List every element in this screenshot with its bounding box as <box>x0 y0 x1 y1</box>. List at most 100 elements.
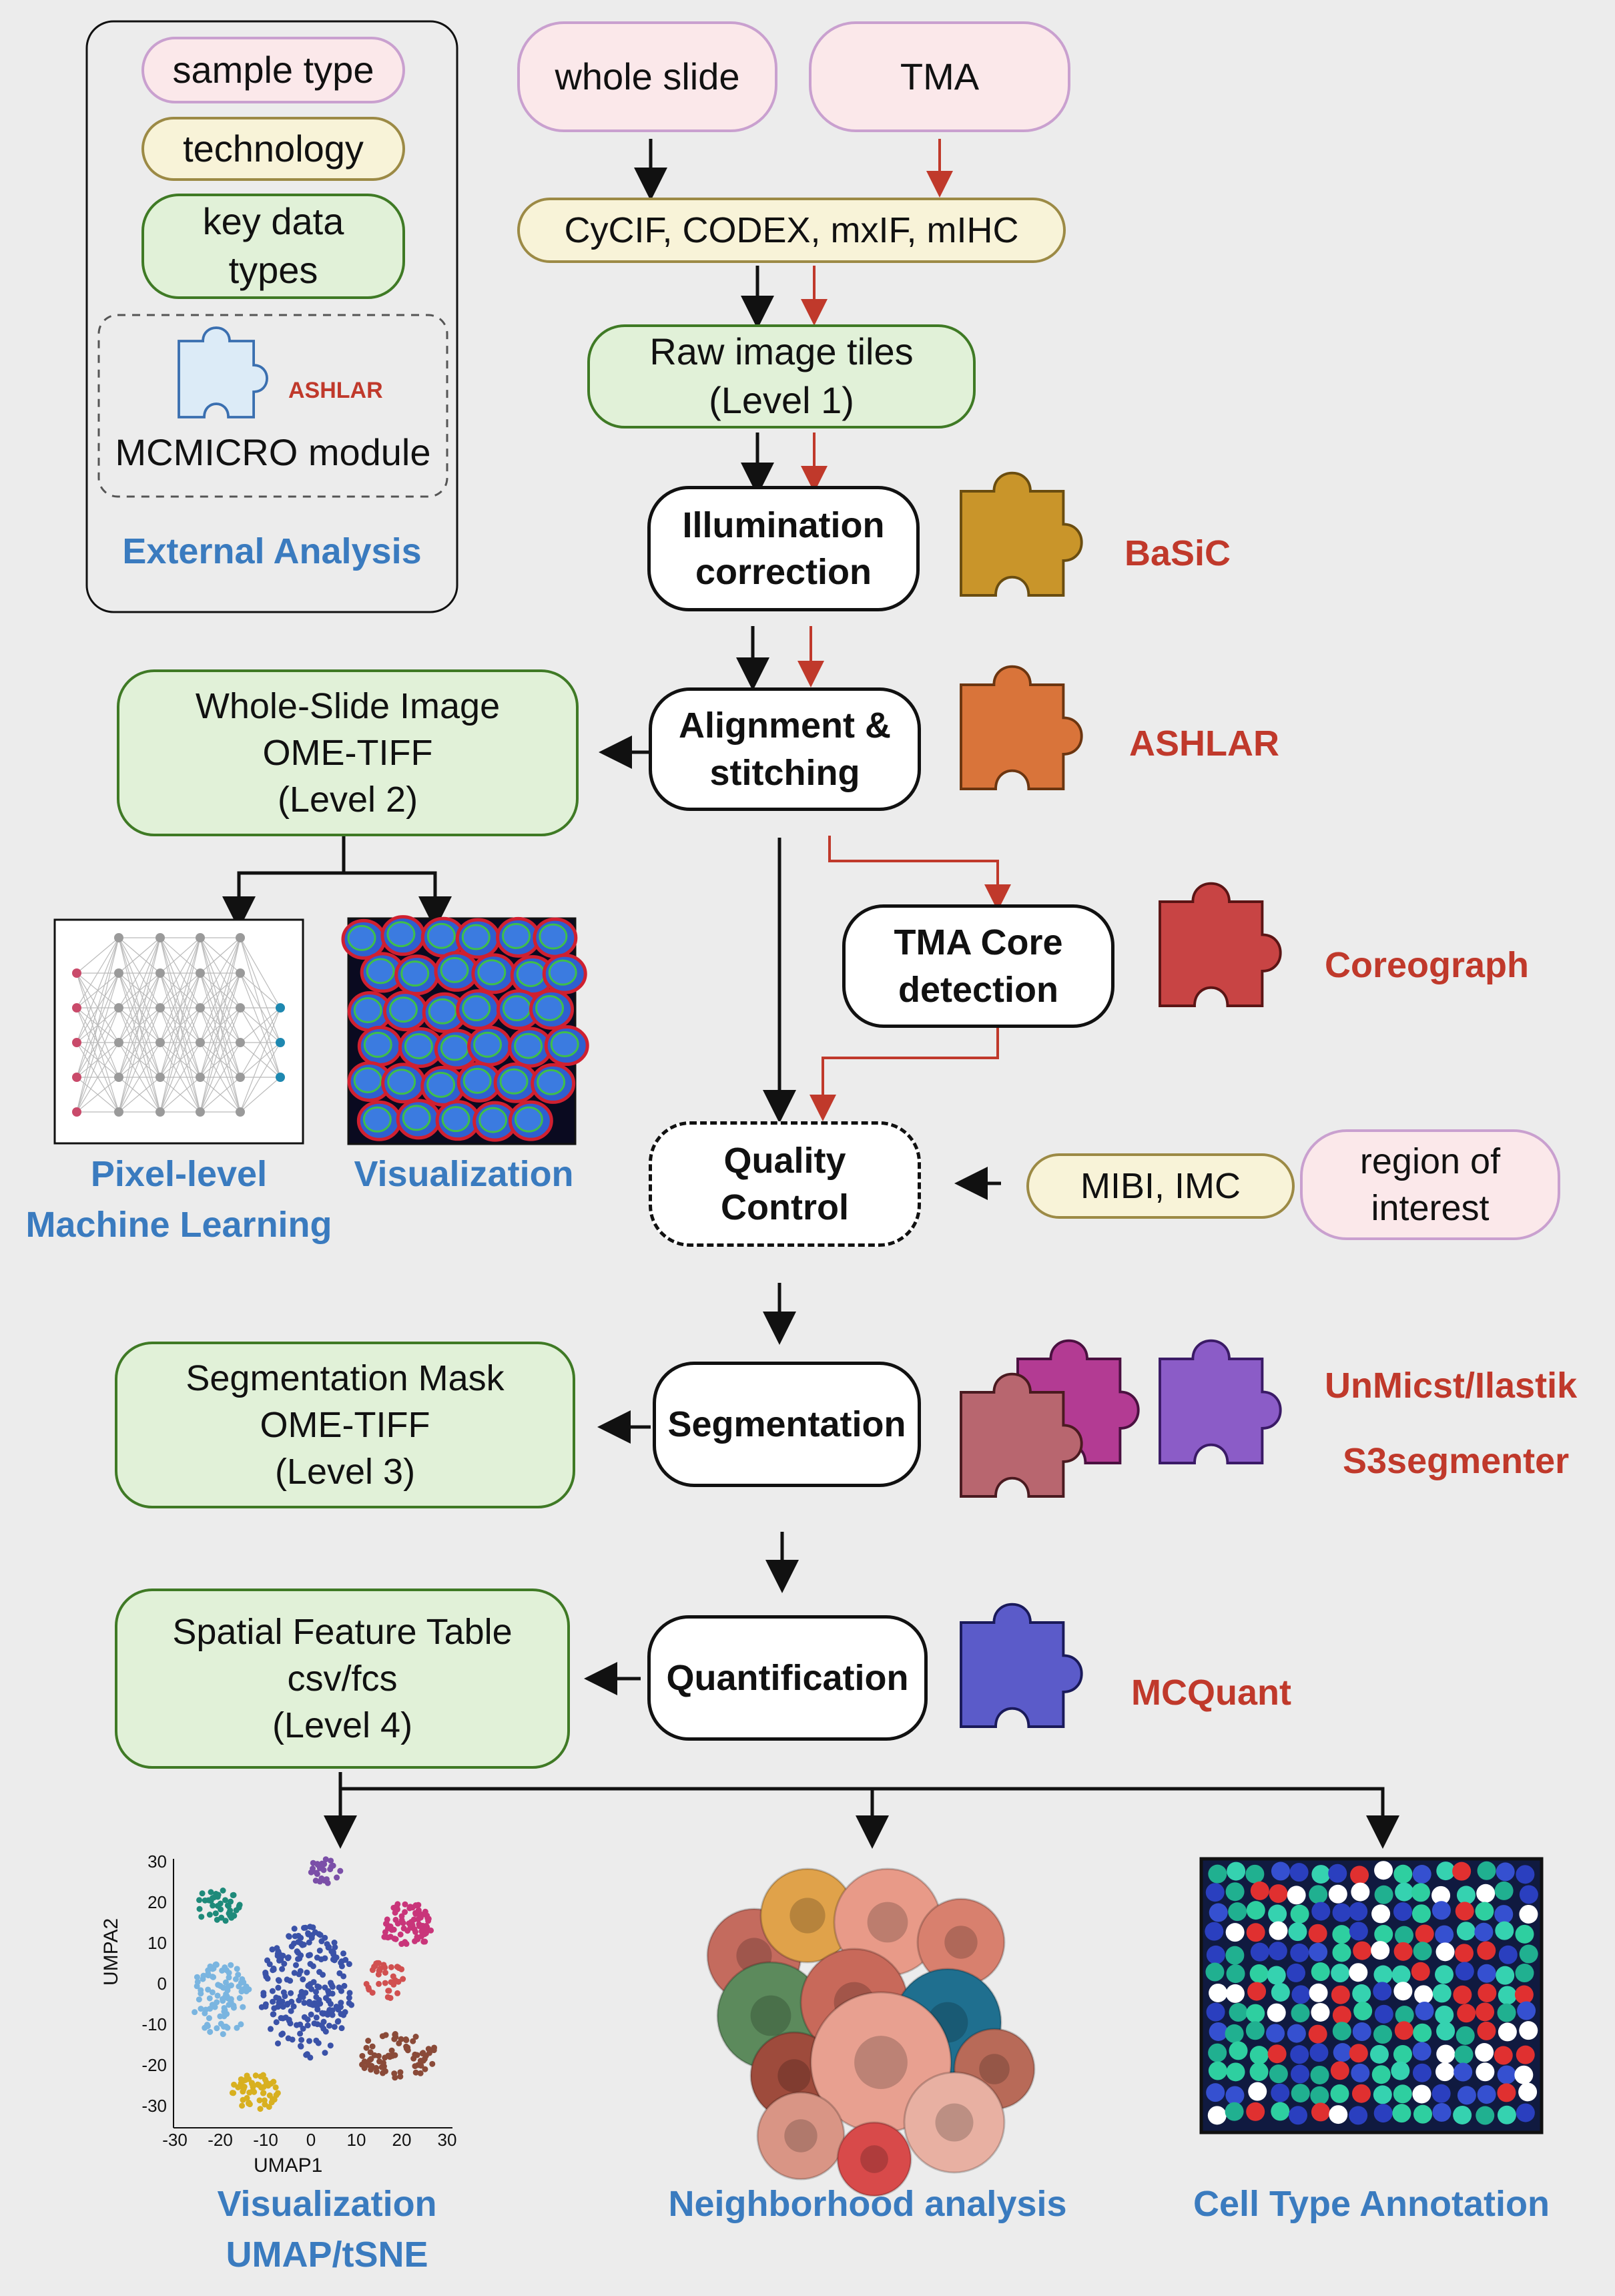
nucleus <box>473 1031 503 1058</box>
annotated-cell <box>1457 2086 1476 2105</box>
nucleus <box>426 922 456 949</box>
whole-slide-image-level2: Whole-Slide Image OME-TIFF (Level 2) <box>117 669 579 836</box>
umap-point <box>206 2015 212 2022</box>
nucleus <box>426 1071 456 1098</box>
umap-point <box>194 1978 201 1985</box>
annotated-cell <box>1247 1982 1267 2001</box>
annotated-cell <box>1476 2062 1495 2082</box>
umap-point <box>314 2006 321 2013</box>
umap-point <box>361 2058 368 2065</box>
annotated-cell <box>1518 2082 1538 2102</box>
umap-point <box>382 1929 388 1936</box>
illum-line2: correction <box>695 552 872 592</box>
umap-point <box>402 1901 408 1908</box>
umap-point <box>333 2003 340 2010</box>
umap-point <box>395 1978 402 1985</box>
umap-point <box>377 1966 384 1972</box>
annotated-cell <box>1476 2002 1495 2022</box>
segmentation-mask-level3: Segmentation Mask OME-TIFF (Level 3) <box>115 1342 575 1508</box>
annotated-cell <box>1328 1863 1347 1883</box>
umap-point <box>365 2038 372 2044</box>
annotated-cell <box>1519 1944 1538 1964</box>
annotated-cell <box>1475 1902 1494 1921</box>
annotated-cell <box>1494 1905 1514 1924</box>
nn-node <box>155 1107 165 1117</box>
umap-point <box>291 1926 298 1932</box>
annotated-cell <box>1519 1904 1538 1924</box>
umap-point <box>306 2038 312 2044</box>
umap-point <box>276 1957 282 1964</box>
umap-point <box>206 1995 213 2002</box>
umap-point <box>407 1904 414 1910</box>
umap-point <box>408 1921 415 1928</box>
umap-point <box>322 2050 328 2056</box>
annotated-cell <box>1250 1942 1269 1962</box>
annotated-cell <box>1287 1886 1306 1905</box>
illum-line1: Illumination <box>682 505 885 545</box>
nucleus <box>502 995 531 1022</box>
umap-point <box>210 1974 217 1980</box>
umap-point <box>313 1988 320 1995</box>
annotated-cell <box>1353 2002 1373 2021</box>
annotated-cell <box>1225 1882 1245 1902</box>
neighborhood-cell <box>836 2121 912 2197</box>
umap-point <box>306 2000 313 2007</box>
nn-node <box>236 1003 245 1013</box>
annotated-cell <box>1411 1883 1430 1902</box>
annotated-cell <box>1333 2043 1352 2062</box>
spatial-feature-table-level4: Spatial Feature Table csv/fcs (Level 4) <box>115 1589 570 1769</box>
umap-point <box>368 2066 374 2073</box>
umap-point <box>236 2083 243 2090</box>
umap-point <box>266 2092 273 2099</box>
neighborhood-cell <box>756 2091 846 2181</box>
annotated-cell <box>1412 2084 1431 2104</box>
mcquant-puzzle-icon <box>960 1603 1083 1728</box>
umap-point <box>298 1934 304 1941</box>
umap-point <box>198 1990 204 1997</box>
annotated-cell <box>1369 2044 1389 2064</box>
umap-point <box>269 1946 276 1953</box>
annotated-cell <box>1206 2083 1225 2102</box>
coreograph-label: Coreograph <box>1325 945 1530 985</box>
annotated-cell <box>1332 2022 1351 2041</box>
umap-point <box>220 2023 227 2030</box>
umap-point <box>385 2052 392 2059</box>
nucleus <box>461 924 491 950</box>
annotated-cell <box>1457 2004 1476 2023</box>
umap-point <box>397 2073 404 2080</box>
umap-point <box>224 1993 230 2000</box>
umap-point <box>342 2009 348 2016</box>
annotated-cell <box>1208 2061 1227 2080</box>
annotated-cell <box>1394 2021 1413 2040</box>
annotated-cell <box>1311 2102 1330 2122</box>
nn-node <box>72 1073 81 1082</box>
annotated-cell <box>1328 1884 1347 1904</box>
region-of-interest-input: region of interest <box>1300 1129 1560 1240</box>
umap-point <box>338 1963 345 1970</box>
annotated-cell <box>1246 2102 1265 2121</box>
annotated-cell <box>1477 1861 1496 1880</box>
annotated-cell <box>1516 2045 1535 2064</box>
ashlar-label: ASHLAR <box>1129 724 1279 764</box>
nucleus <box>404 1033 433 1059</box>
annotated-cell <box>1229 2041 1248 2060</box>
annotated-cell <box>1436 1861 1456 1881</box>
umap-point <box>243 1983 250 1990</box>
umap-point <box>385 1988 392 1994</box>
annotated-cell <box>1413 1942 1432 1961</box>
annotated-cell <box>1498 1945 1518 1964</box>
umap-point <box>304 2016 311 2023</box>
annotated-cell <box>1249 2062 1269 2081</box>
umap-point <box>369 1990 376 1996</box>
annotated-cell <box>1453 1985 1472 2004</box>
annotated-cell <box>1208 1864 1227 1884</box>
annotated-cell <box>1290 1943 1309 1962</box>
umap-point <box>402 2036 409 2043</box>
umap-point <box>338 2000 344 2006</box>
annotated-cell <box>1349 1902 1368 1921</box>
nucleus <box>366 958 395 984</box>
annotated-cell <box>1226 2062 1245 2082</box>
umap-point <box>241 2077 248 2084</box>
umap-point <box>266 2104 272 2110</box>
